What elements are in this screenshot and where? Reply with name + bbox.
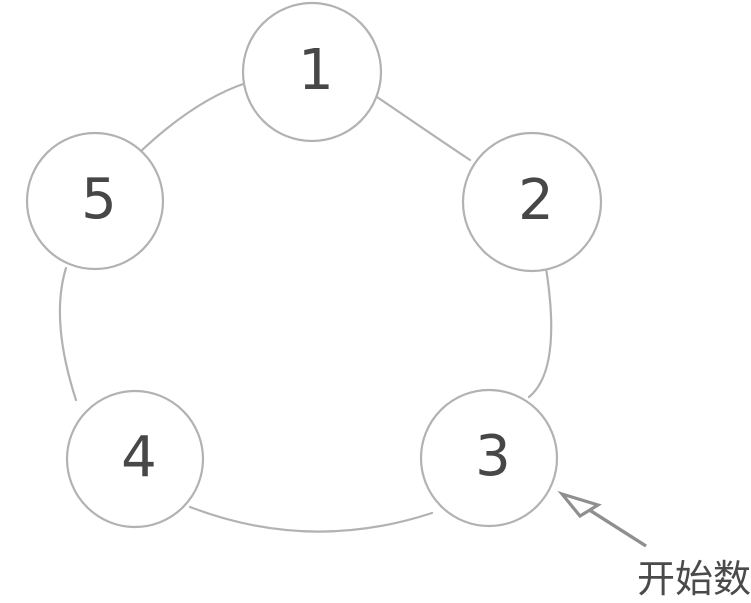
- edge-node3-node4: [188, 505, 434, 533]
- start-annotation-label: 开始数: [637, 557, 751, 601]
- node-4-label: 4: [121, 425, 157, 490]
- edge-node5-node1: [138, 81, 248, 154]
- start-pointer-arrow: [557, 490, 647, 548]
- node-2-circle[interactable]: [461, 131, 603, 273]
- node-3-circle[interactable]: [419, 388, 559, 528]
- node-4[interactable]: 4: [65, 389, 205, 529]
- edge-group: [58, 81, 553, 533]
- edge-node4-node5: [58, 266, 78, 402]
- edge-node1-node2: [375, 95, 472, 162]
- node-5-circle[interactable]: [25, 131, 165, 271]
- node-1-circle[interactable]: [241, 1, 383, 143]
- arrow-head-icon: [557, 490, 602, 519]
- node-5-label: 5: [81, 167, 117, 232]
- node-1[interactable]: 1: [241, 1, 383, 143]
- node-3[interactable]: 3: [419, 388, 559, 528]
- node-2[interactable]: 2: [461, 131, 603, 273]
- node-3-label: 3: [475, 424, 511, 489]
- node-5[interactable]: 5: [25, 131, 165, 271]
- node-4-circle[interactable]: [65, 389, 205, 529]
- node-1-label: 1: [298, 38, 334, 103]
- edge-node2-node3: [527, 266, 553, 399]
- node-2-label: 2: [518, 168, 554, 233]
